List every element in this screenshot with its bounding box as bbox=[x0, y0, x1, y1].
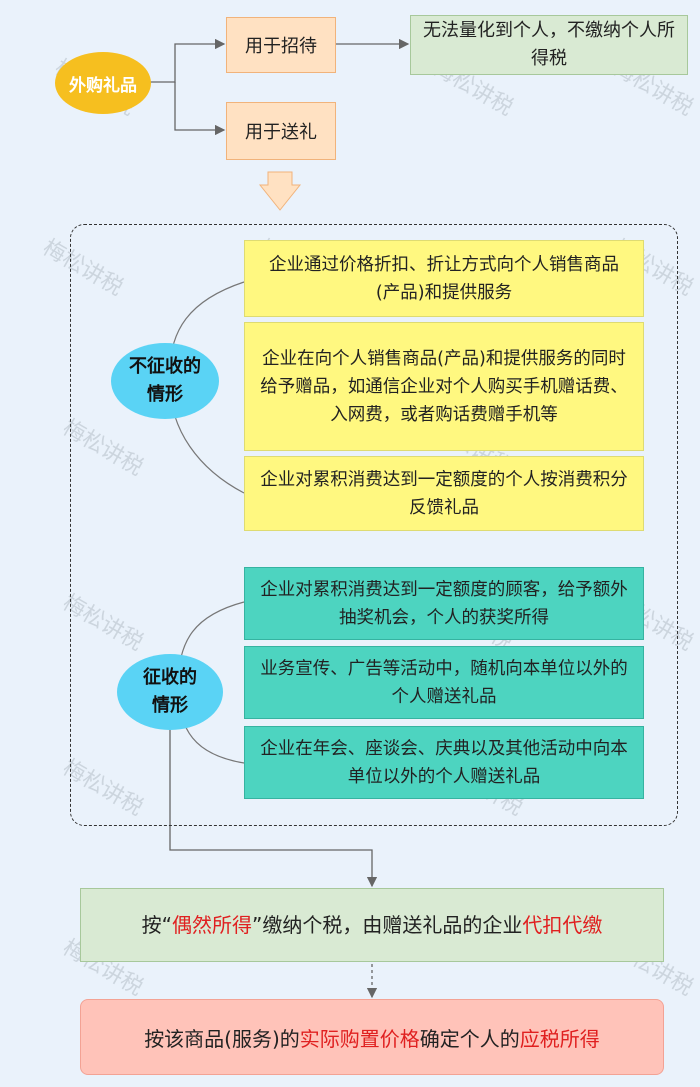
tax-item-2: 业务宣传、广告等活动中，随机向本单位以外的个人赠送礼品 bbox=[244, 646, 644, 719]
no-tax-item-3: 企业对累积消费达到一定额度的个人按消费积分反馈礼品 bbox=[244, 456, 644, 531]
tax-item-text: 企业在年会、座谈会、庆典以及其他活动中向本单位以外的个人赠送礼品 bbox=[260, 738, 628, 787]
result1-highlight-occasional-income: 偶然所得 bbox=[172, 913, 252, 937]
use-entertain-box: 用于招待 bbox=[226, 17, 336, 73]
result1-prefix: 按“ bbox=[141, 913, 172, 937]
cases-container bbox=[70, 224, 678, 826]
source-label: 外购礼品 bbox=[69, 75, 137, 96]
use-entertain-label: 用于招待 bbox=[245, 36, 317, 57]
result2-text: 按该商品(服务)的实际购置价格确定个人的应税所得 bbox=[144, 1023, 600, 1052]
result1-text: 按“偶然所得”缴纳个税，由赠送礼品的企业代扣代缴 bbox=[142, 911, 603, 939]
source-gifts-oval: 外购礼品 bbox=[55, 52, 151, 114]
no-tax-item-1: 企业通过价格折扣、折让方式向个人销售商品(产品)和提供服务 bbox=[244, 240, 644, 317]
result1-highlight-withholding: 代扣代缴 bbox=[522, 913, 603, 937]
entertain-result-box: 无法量化到个人，不缴纳个人所得税 bbox=[410, 15, 688, 75]
tax-item-1: 企业对累积消费达到一定额度的顾客，给予额外抽奖机会，个人的获奖所得 bbox=[244, 567, 644, 640]
result1-middle: ”缴纳个税，由赠送礼品的企业 bbox=[252, 913, 523, 937]
no-tax-item-text: 企业对累积消费达到一定额度的个人按消费积分反馈礼品 bbox=[260, 469, 628, 518]
result2-highlight-taxable-income: 应税所得 bbox=[519, 1026, 600, 1051]
result2-middle: 确定个人的 bbox=[419, 1026, 520, 1051]
result2-highlight-purchase-price: 实际购置价格 bbox=[299, 1026, 420, 1051]
tax-item-text: 业务宣传、广告等活动中，随机向本单位以外的个人赠送礼品 bbox=[260, 658, 628, 707]
tax-item-text: 企业对累积消费达到一定额度的顾客，给予额外抽奖机会，个人的获奖所得 bbox=[260, 579, 628, 628]
no-tax-label: 不征收的 情形 bbox=[129, 356, 201, 405]
use-gift-box: 用于送礼 bbox=[226, 102, 336, 160]
no-tax-item-text: 企业通过价格折扣、折让方式向个人销售商品(产品)和提供服务 bbox=[269, 254, 619, 303]
use-gift-label: 用于送礼 bbox=[245, 122, 317, 143]
entertain-result-text: 无法量化到个人，不缴纳个人所得税 bbox=[423, 20, 675, 69]
no-tax-item-text: 企业在向个人销售商品(产品)和提供服务的同时给予赠品，如通信企业对个人购买手机赠… bbox=[260, 348, 628, 425]
result-occasional-income-box: 按“偶然所得”缴纳个税，由赠送礼品的企业代扣代缴 bbox=[80, 888, 664, 962]
no-tax-oval: 不征收的 情形 bbox=[111, 343, 219, 419]
tax-label: 征收的 情形 bbox=[143, 667, 197, 716]
tax-item-3: 企业在年会、座谈会、庆典以及其他活动中向本单位以外的个人赠送礼品 bbox=[244, 726, 644, 799]
result-taxable-income-box: 按该商品(服务)的实际购置价格确定个人的应税所得 bbox=[80, 999, 664, 1075]
tax-oval: 征收的 情形 bbox=[117, 654, 223, 730]
no-tax-item-2: 企业在向个人销售商品(产品)和提供服务的同时给予赠品，如通信企业对个人购买手机赠… bbox=[244, 322, 644, 451]
result2-prefix: 按该商品(服务)的 bbox=[144, 1026, 300, 1051]
